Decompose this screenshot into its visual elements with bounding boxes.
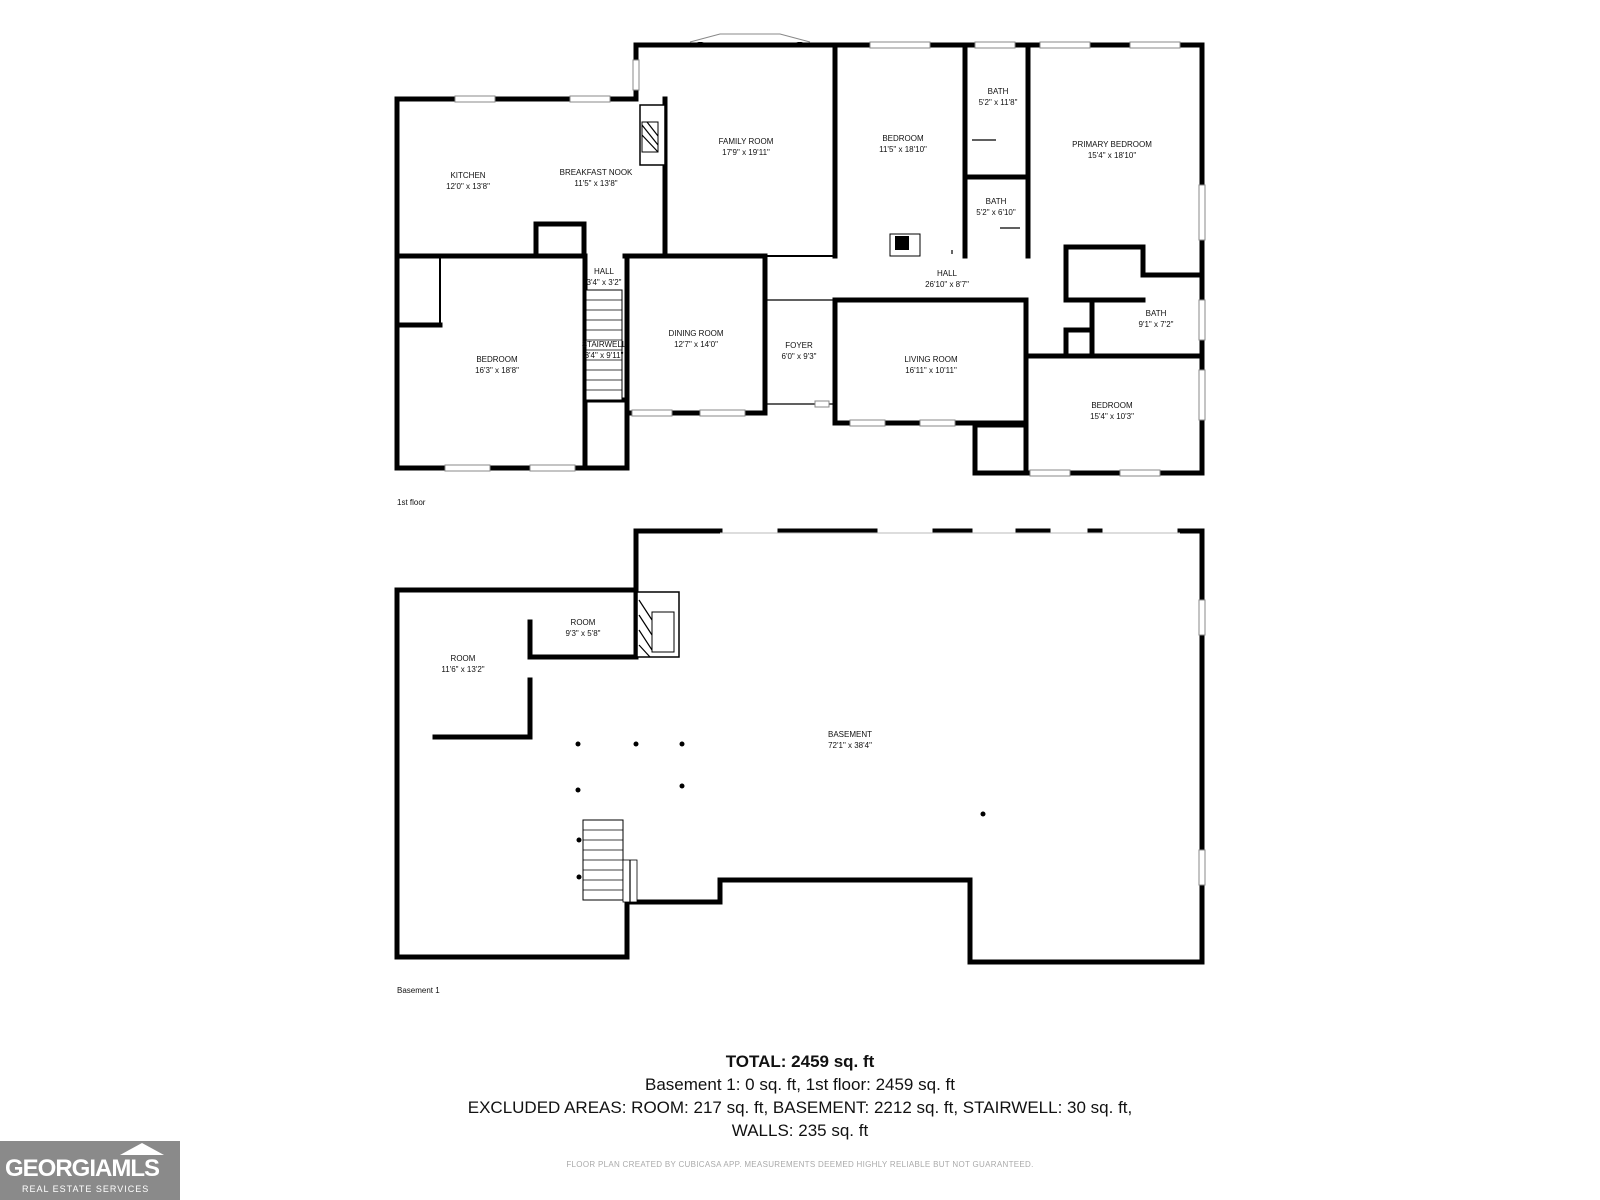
first-floor-room-size: 12'7" x 14'0" xyxy=(674,340,718,349)
first-floor-room-name: BREAKFAST NOOK xyxy=(560,168,633,177)
first-floor-room-name: BEDROOM xyxy=(1091,401,1133,410)
first-floor-room-name: BATH xyxy=(988,87,1009,96)
first-floor-room-size: 16'11" x 10'11" xyxy=(905,366,957,375)
first-floor-room-size: 11'5" x 18'10" xyxy=(879,145,927,154)
first-floor-room-size: 3'4" x 3'2" xyxy=(587,278,622,287)
first-floor-room-size: 11'5" x 13'8" xyxy=(574,179,617,188)
basement-room-size: 9'3" x 5'8" xyxy=(566,629,601,638)
first-floor-room-size: 15'4" x 10'3" xyxy=(1090,412,1134,421)
first-floor-plan xyxy=(394,33,1206,477)
first-floor-room-size: 5'2" x 6'10" xyxy=(976,208,1016,217)
first-floor-room-size: 12'0" x 13'8" xyxy=(446,182,490,191)
basement-room-name: BASEMENT xyxy=(828,730,872,739)
disclaimer: FLOOR PLAN CREATED BY CUBICASA APP. MEAS… xyxy=(566,1160,1034,1169)
first-floor-room-size: 3'4" x 9'11" xyxy=(585,351,624,360)
area-summary: TOTAL: 2459 sq. ft Basement 1: 0 sq. ft,… xyxy=(0,1050,1600,1142)
first-floor-room-name: BATH xyxy=(1146,309,1167,318)
basement-plan xyxy=(394,528,1206,965)
basement-room-size: 11'6" x 13'2" xyxy=(441,665,484,674)
first-floor-room-name: DINING ROOM xyxy=(668,329,723,338)
first-floor-room-size: 15'4" x 18'10" xyxy=(1088,151,1136,160)
basement-room-name: ROOM xyxy=(451,654,476,663)
excluded-areas: EXCLUDED AREAS: ROOM: 217 sq. ft, BASEME… xyxy=(467,1098,1133,1117)
logo-subtitle: REAL ESTATE SERVICES xyxy=(22,1184,150,1194)
first-floor-room-size: 5'2" x 11'8" xyxy=(979,98,1018,107)
first-floor-label: 1st floor xyxy=(397,498,426,507)
first-floor-room-name: BEDROOM xyxy=(476,355,518,364)
first-floor-room-name: PRIMARY BEDROOM xyxy=(1072,140,1152,149)
first-floor-room-name: LIVING ROOM xyxy=(904,355,958,364)
first-floor-room-name: BATH xyxy=(986,197,1007,206)
first-floor-room-name: FAMILY ROOM xyxy=(719,137,774,146)
first-floor-room-size: 26'10" x 8'7" xyxy=(925,280,969,289)
basement-floor-label: Basement 1 xyxy=(397,986,440,995)
basement-room-size: 72'1" x 38'4" xyxy=(828,741,872,750)
walls-area: WALLS: 235 sq. ft xyxy=(731,1121,869,1140)
first-floor-room-name: KITCHEN xyxy=(450,171,485,180)
first-floor-room-name: FOYER xyxy=(785,341,813,350)
first-floor-room-size: 6'0" x 9'3" xyxy=(782,352,817,361)
first-floor-room-size: 17'9" x 19'11" xyxy=(722,148,770,157)
total-area: TOTAL: 2459 sq. ft xyxy=(725,1052,875,1071)
roof-icon xyxy=(120,1143,164,1155)
first-floor-room-size: 9'1" x 7'2" xyxy=(1139,320,1174,329)
basement-room-name: ROOM xyxy=(571,618,596,627)
first-floor-room-size: 16'3" x 18'8" xyxy=(475,366,519,375)
floor-areas: Basement 1: 0 sq. ft, 1st floor: 2459 sq… xyxy=(645,1075,955,1094)
georgiamls-logo: GEORGIAMLS REAL ESTATE SERVICES xyxy=(0,1141,180,1200)
first-floor-room-name: BEDROOM xyxy=(882,134,924,143)
first-floor-room-name: STAIRWELL xyxy=(582,340,627,349)
first-floor-room-name: HALL xyxy=(594,267,615,276)
first-floor-room-name: HALL xyxy=(937,269,958,278)
logo-name: GEORGIAMLS xyxy=(5,1155,160,1182)
